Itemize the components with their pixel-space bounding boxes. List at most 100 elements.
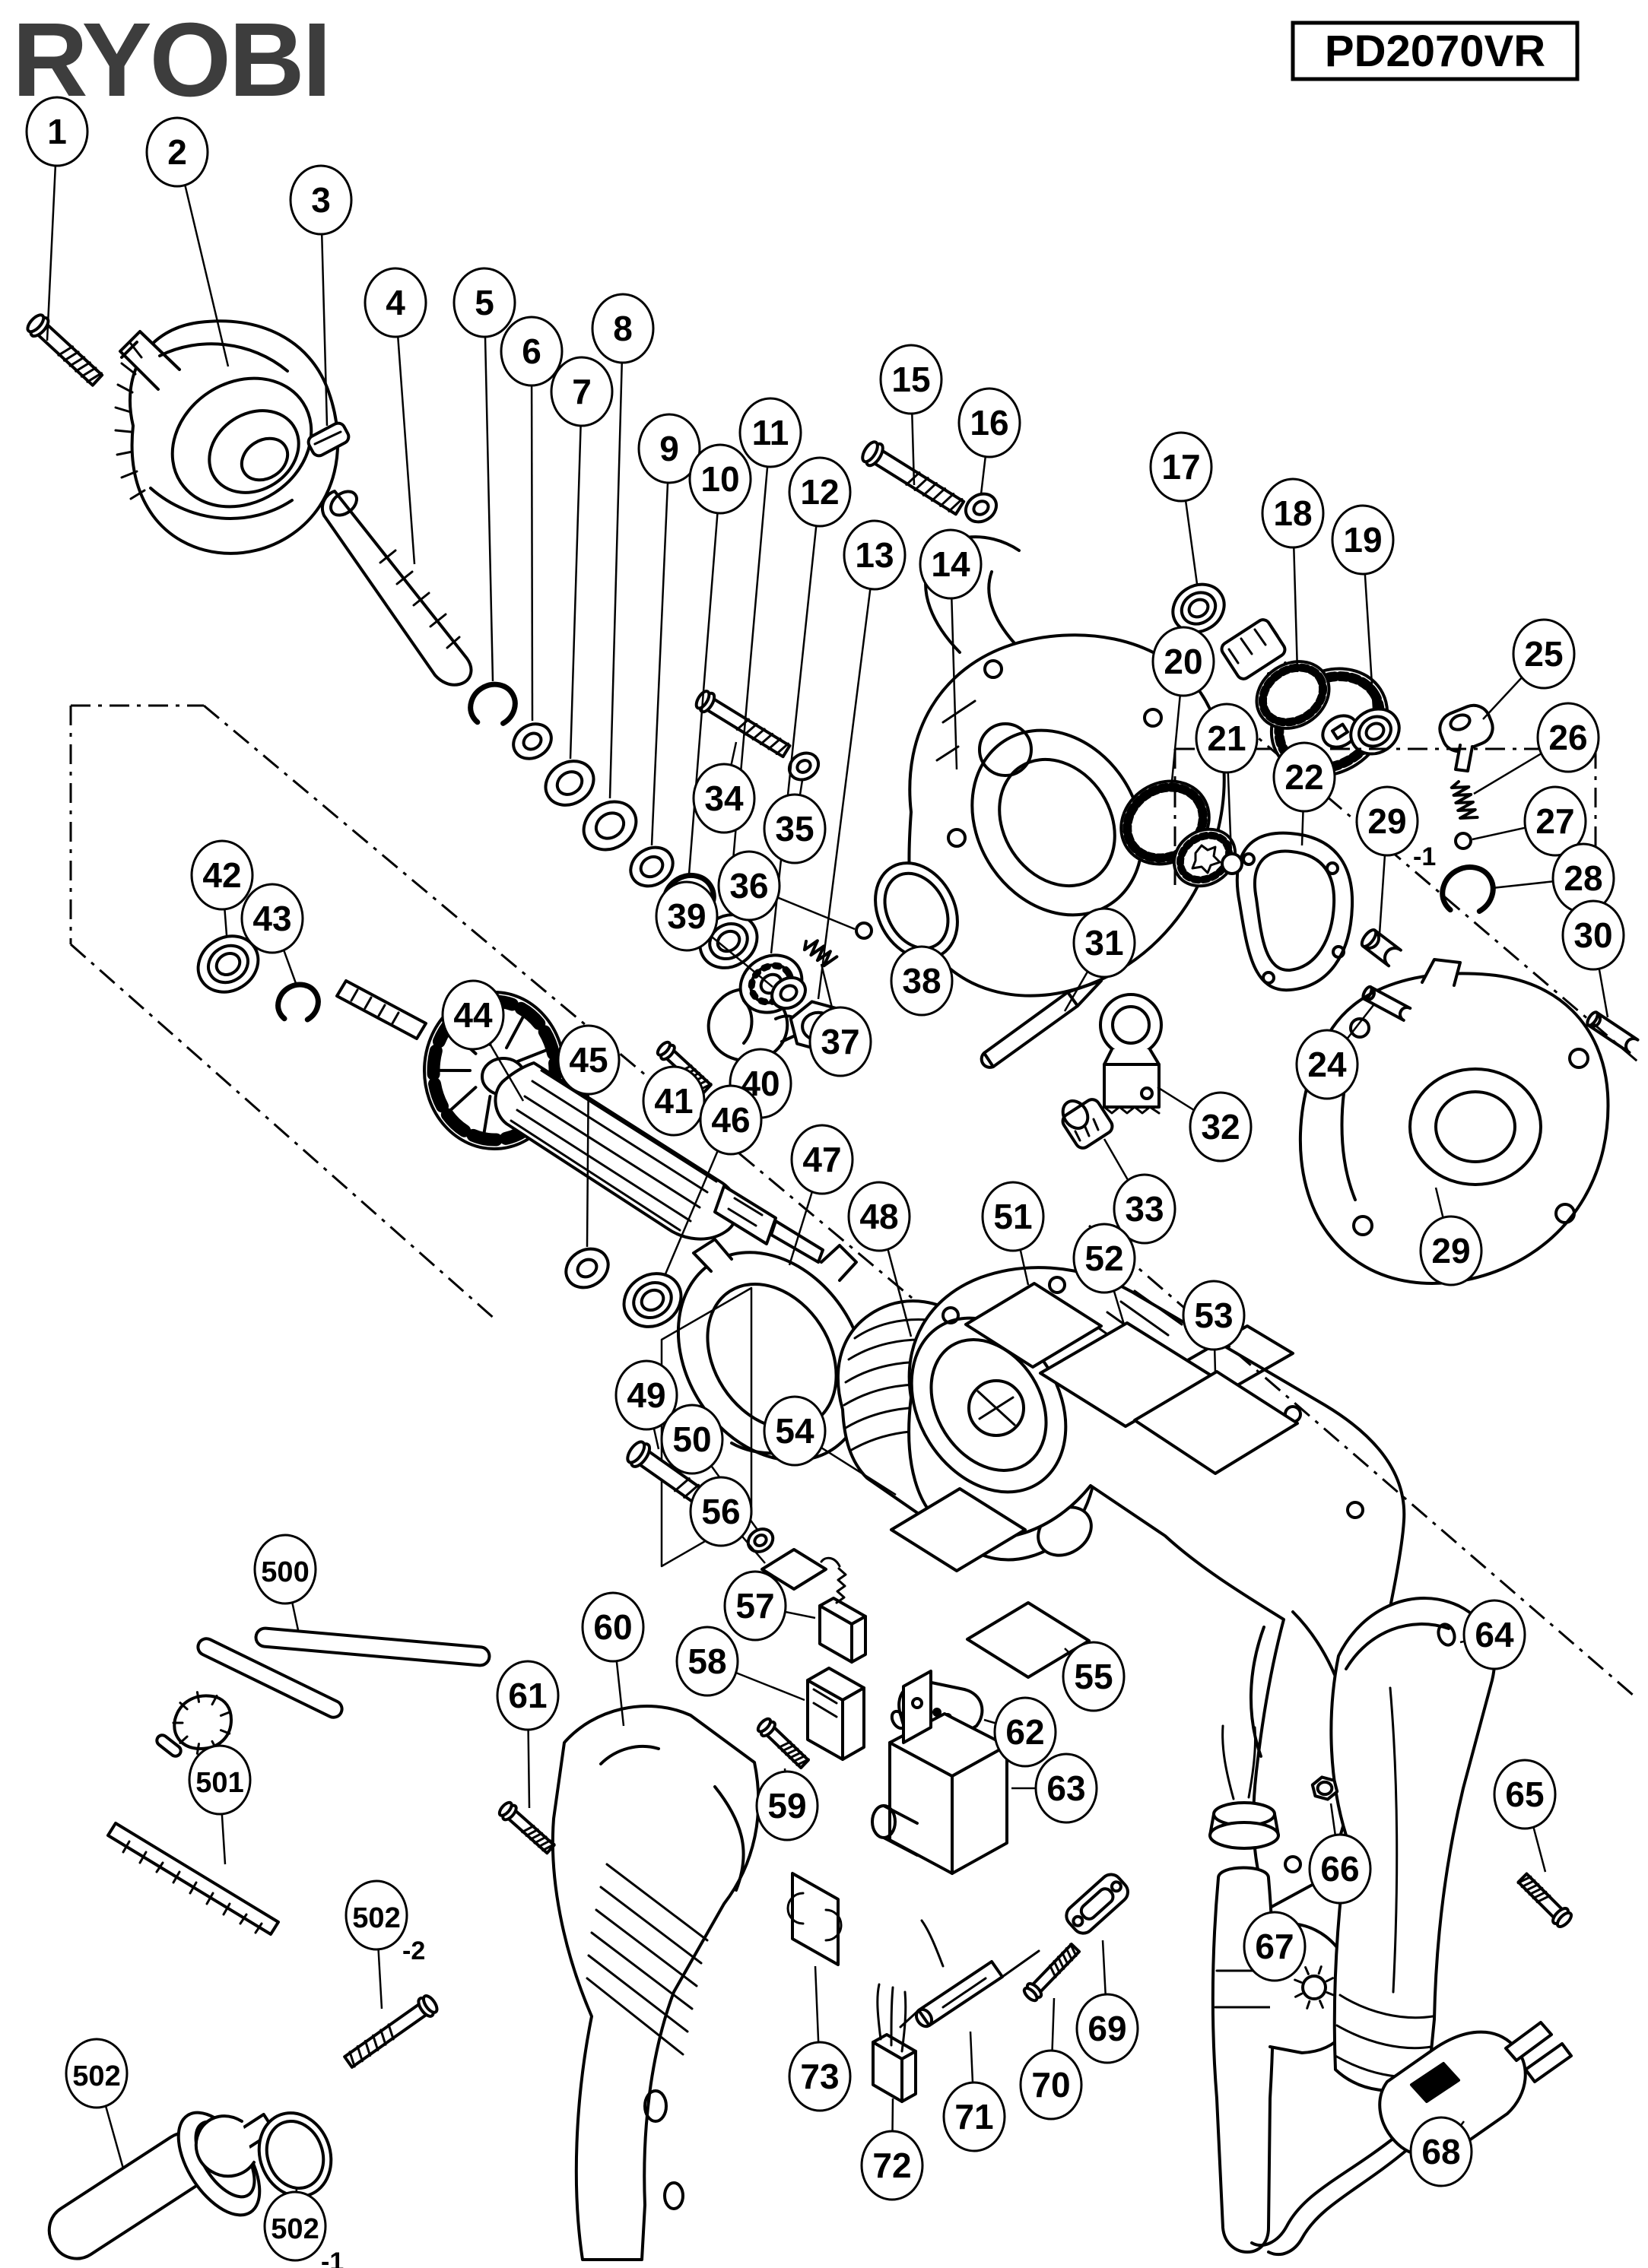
balloon-suffix-502-1: -1	[321, 2247, 344, 2268]
balloon-17	[1149, 431, 1213, 503]
part-bushing-29-1	[1360, 928, 1402, 968]
balloon-label-59: 59	[767, 1786, 806, 1826]
leader-11	[727, 432, 772, 913]
balloon-54	[763, 1395, 827, 1467]
part-lock-key	[1438, 703, 1494, 772]
part-bolt-502-2	[343, 1994, 439, 2069]
part-steel-ball-27	[1454, 832, 1472, 850]
part-screw-70	[1022, 1943, 1081, 2003]
balloon-8	[591, 293, 655, 364]
balloon-label-500: 500	[261, 1556, 309, 1588]
part-cord-clamp	[1065, 1873, 1129, 1935]
balloon-36	[717, 850, 781, 921]
balloon-4	[364, 267, 427, 338]
balloon-label-19: 19	[1343, 520, 1382, 560]
model-badge: PD2070VR	[1291, 21, 1580, 81]
part-depth-rod	[106, 1822, 280, 1936]
balloon-13	[843, 519, 907, 591]
balloon-label-29-1: 29	[1367, 801, 1406, 841]
balloon-label-69: 69	[1088, 2009, 1126, 2048]
part-screw-65	[1516, 1872, 1573, 1928]
balloon-label-67: 67	[1255, 1927, 1294, 1966]
balloon-501	[188, 1744, 252, 1816]
balloon-43	[240, 883, 304, 954]
part-retainer-clip	[786, 1872, 843, 1966]
balloon-label-68: 68	[1421, 2132, 1460, 2171]
balloon-label-36: 36	[729, 866, 768, 906]
balloon-label-14: 14	[931, 544, 970, 584]
leader-4	[394, 302, 416, 565]
balloon-label-13: 13	[855, 535, 894, 575]
balloon-44	[441, 979, 505, 1051]
balloon-3	[289, 164, 353, 236]
balloon-21	[1195, 703, 1259, 774]
model-code: PD2070VR	[1325, 27, 1545, 76]
balloon-30	[1561, 899, 1625, 971]
balloon-64	[1462, 1599, 1526, 1670]
balloon-label-10: 10	[700, 459, 739, 499]
part-inductor	[899, 1919, 1040, 2029]
leader-5	[483, 302, 494, 682]
balloon-29	[1419, 1215, 1483, 1286]
part-washer-16	[964, 492, 999, 524]
balloon-label-54: 54	[775, 1411, 814, 1451]
part-steel-ball-21	[1221, 852, 1243, 875]
balloon-22	[1272, 741, 1336, 813]
balloon-33	[1113, 1173, 1176, 1245]
part-washer-8	[582, 800, 638, 852]
leader-13	[817, 554, 876, 1000]
balloon-label-24: 24	[1307, 1045, 1347, 1084]
balloon-502	[65, 2038, 129, 2109]
part-washer-45	[564, 1247, 610, 1289]
part-o-ring	[874, 861, 959, 960]
balloon-suffix-502-2: -2	[402, 1937, 425, 1965]
balloon-19	[1331, 504, 1395, 576]
part-ring-handle	[1099, 993, 1163, 1115]
part-clip-28	[1440, 864, 1496, 918]
balloon-29-1	[1355, 785, 1419, 857]
part-washer-39	[770, 975, 807, 1010]
balloon-label-21: 21	[1207, 718, 1246, 758]
balloon-70	[1019, 2049, 1083, 2121]
balloon-66	[1308, 1833, 1372, 1905]
part-wave-washer-9	[629, 845, 675, 888]
part-knob	[1061, 1098, 1114, 1150]
part-switch	[871, 1670, 1008, 1875]
balloon-label-34: 34	[704, 779, 744, 818]
balloon-37	[808, 1006, 872, 1077]
balloon-35	[763, 793, 827, 864]
part-power-cord-plug	[1250, 2021, 1573, 2257]
balloon-label-70: 70	[1031, 2065, 1070, 2105]
balloon-56	[689, 1476, 753, 1547]
balloon-label-44: 44	[453, 995, 493, 1035]
balloon-label-2: 2	[167, 132, 187, 172]
balloon-label-45: 45	[569, 1040, 608, 1080]
part-label-51	[964, 1282, 1103, 1369]
part-screw-61	[497, 1800, 556, 1855]
parts-artwork	[26, 313, 1640, 2261]
balloon-46	[699, 1084, 763, 1156]
balloon-62	[993, 1696, 1057, 1768]
part-spindle	[320, 490, 473, 687]
balloon-label-48: 48	[859, 1197, 898, 1236]
balloon-32	[1189, 1091, 1253, 1163]
balloon-label-41: 41	[654, 1081, 693, 1121]
balloon-39	[655, 880, 719, 952]
balloon-label-12: 12	[800, 472, 839, 512]
balloon-label-64: 64	[1475, 1615, 1514, 1654]
part-screw-15	[861, 440, 966, 516]
part-label-56	[760, 1548, 827, 1591]
balloon-label-11: 11	[752, 413, 789, 452]
balloon-51	[981, 1181, 1045, 1252]
balloon-label-17: 17	[1161, 447, 1200, 487]
part-carbon-brush	[818, 1556, 867, 1664]
leader-8	[608, 328, 624, 799]
balloon-label-25: 25	[1524, 634, 1563, 674]
part-rod-bit	[980, 979, 1103, 1069]
balloon-label-3: 3	[311, 180, 331, 220]
part-retaining-ring-5	[468, 681, 518, 730]
balloon-label-50: 50	[672, 1419, 711, 1459]
balloon-16	[957, 387, 1021, 458]
